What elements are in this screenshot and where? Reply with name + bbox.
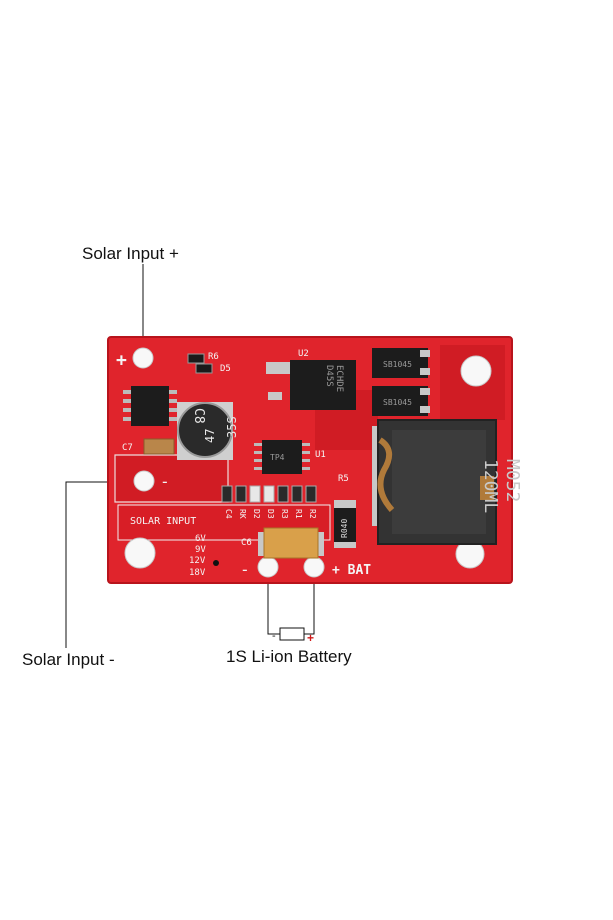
led-d3 xyxy=(263,485,275,503)
silk-voltage-12v: 12V xyxy=(189,556,206,566)
silk-r2: R2 xyxy=(308,509,317,519)
silk-c6: C6 xyxy=(241,538,252,548)
silk-r5: R5 xyxy=(338,474,349,484)
inductor-winding xyxy=(377,437,395,513)
battery-symbol xyxy=(279,627,305,641)
c8-label: C8 xyxy=(191,408,206,424)
silk-c7: C7 xyxy=(122,443,133,453)
silk-c4: C4 xyxy=(224,509,233,519)
callout-solar-input-plus: Solar Input + xyxy=(82,244,179,263)
u1-marking: TP4 xyxy=(270,453,285,462)
silk-r1: R1 xyxy=(294,509,303,519)
battery-plus-sign: + xyxy=(307,631,314,645)
silk-minus: - xyxy=(160,472,170,491)
silk-rk: RK xyxy=(238,509,247,519)
capacitor-c7 xyxy=(143,438,175,455)
callout-battery: 1S Li-ion Battery xyxy=(226,647,352,666)
led-d2 xyxy=(249,485,261,503)
capacitor-c6 xyxy=(258,527,324,559)
silk-d5: D5 xyxy=(220,364,231,374)
battery-wire-minus xyxy=(267,568,280,635)
diode-bottom-marking: SB1045 xyxy=(383,398,412,407)
silk-solar-input: SOLAR INPUT xyxy=(130,516,196,527)
resistor-r6 xyxy=(187,353,205,364)
smd-row xyxy=(221,485,317,503)
inductor-marking-1: 120ML xyxy=(480,459,501,513)
bat-minus-pad xyxy=(257,556,279,578)
diode-top-marking: SB1045 xyxy=(383,360,412,369)
silk-bat-plus: + BAT xyxy=(332,563,371,578)
silk-voltage-9v: 9V xyxy=(195,545,206,555)
silk-u1: U1 xyxy=(315,450,326,460)
bat-plus-pad xyxy=(303,556,325,578)
diode-top: SB1045 xyxy=(372,348,430,378)
silk-voltage-6v: 6V xyxy=(195,534,206,544)
silk-d3: D3 xyxy=(266,509,275,519)
silk-bat-minus: - xyxy=(240,560,250,579)
silk-r6: R6 xyxy=(208,352,219,362)
ic-u1: TP4 xyxy=(254,440,310,474)
silk-u2: U2 xyxy=(298,349,309,359)
inductor: 120ML M052 xyxy=(372,419,523,545)
inductor-marking-2: M052 xyxy=(502,459,523,502)
capacitor-c8: C8 xyxy=(177,402,233,460)
resistor-r5: R040 xyxy=(334,500,356,548)
silk-ref-row: C4 RK D2 D3 R3 R1 R2 xyxy=(224,509,317,519)
battery-minus-sign: - xyxy=(272,630,276,642)
c8-value: 47 xyxy=(203,429,217,443)
c8-voltage: 35S xyxy=(225,416,239,438)
mount-hole xyxy=(124,537,156,569)
mount-hole-solar-minus xyxy=(133,470,155,492)
regulator-u2: D45S ECHDE xyxy=(266,360,356,410)
battery-wire-plus xyxy=(304,568,315,635)
silk-voltage-18v: 18V xyxy=(189,568,206,578)
mount-hole-solar-plus xyxy=(132,347,154,369)
voltage-selector-dot xyxy=(213,560,219,566)
silk-r3: R3 xyxy=(280,509,289,519)
silk-plus: + xyxy=(116,350,127,371)
diode-bottom: SB1045 xyxy=(372,386,430,416)
diode-d5 xyxy=(195,363,213,374)
r5-marking: R040 xyxy=(340,519,349,538)
ic-top-left xyxy=(123,386,177,426)
mount-hole xyxy=(460,355,492,387)
u2-marking-1: D45S xyxy=(324,365,334,387)
u2-marking-2: ECHDE xyxy=(334,365,344,392)
silk-d2: D2 xyxy=(252,509,261,519)
callout-solar-input-minus: Solar Input - xyxy=(22,650,115,669)
